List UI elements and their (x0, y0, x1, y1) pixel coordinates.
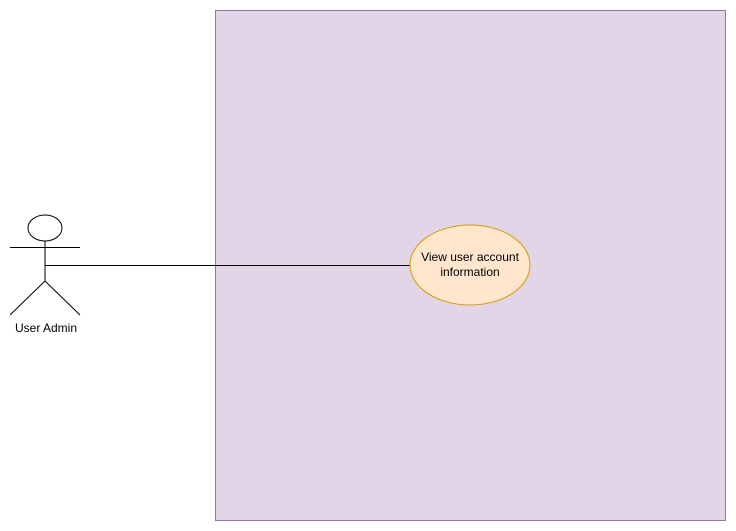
actor-right-leg (44, 280, 81, 316)
actor-stick-figure-icon[interactable] (9, 214, 81, 316)
actor-head (27, 214, 63, 242)
use-case-label: View user account information (421, 250, 519, 279)
actor-label: User Admin (14, 321, 78, 335)
use-case-ellipse[interactable] (409, 224, 531, 306)
actor-left-leg (9, 280, 46, 316)
